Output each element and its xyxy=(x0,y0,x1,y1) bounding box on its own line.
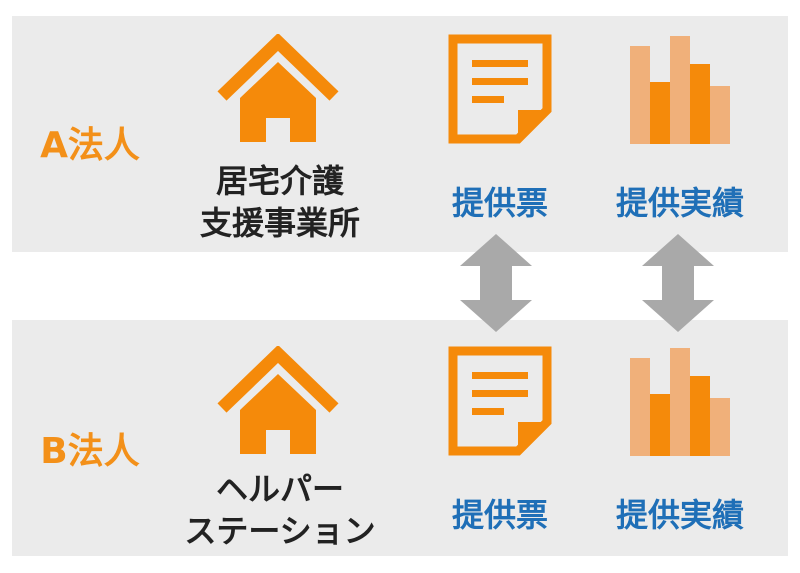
double-arrow-icon xyxy=(642,234,714,332)
bar-chart-icon xyxy=(630,36,730,144)
document-icon xyxy=(448,346,552,456)
corp-b-ticket-label: 提供票 xyxy=(451,496,548,534)
house-icon xyxy=(217,346,339,454)
corp-b-office-line1: ヘルパー xyxy=(215,470,344,508)
corp-a-office-line1: 居宅介護 xyxy=(215,162,344,200)
corp-a-ticket-label: 提供票 xyxy=(451,184,548,222)
bar-chart-icon xyxy=(630,348,730,456)
house-icon xyxy=(217,34,339,142)
corp-b-record-label: 提供実績 xyxy=(615,496,744,534)
corp-b-office-label: ヘルパー ステーション xyxy=(170,468,390,552)
corp-b-office-line2: ステーション xyxy=(184,512,376,550)
document-icon xyxy=(448,34,552,144)
corp-a-record-label: 提供実績 xyxy=(615,184,744,222)
corp-b-label: B法人 xyxy=(40,431,140,472)
corp-a-office-line2: 支援事業所 xyxy=(199,204,360,242)
corp-a-label: A法人 xyxy=(40,125,140,166)
corp-a-office-label: 居宅介護 支援事業所 xyxy=(170,160,390,244)
double-arrow-icon xyxy=(460,234,532,332)
